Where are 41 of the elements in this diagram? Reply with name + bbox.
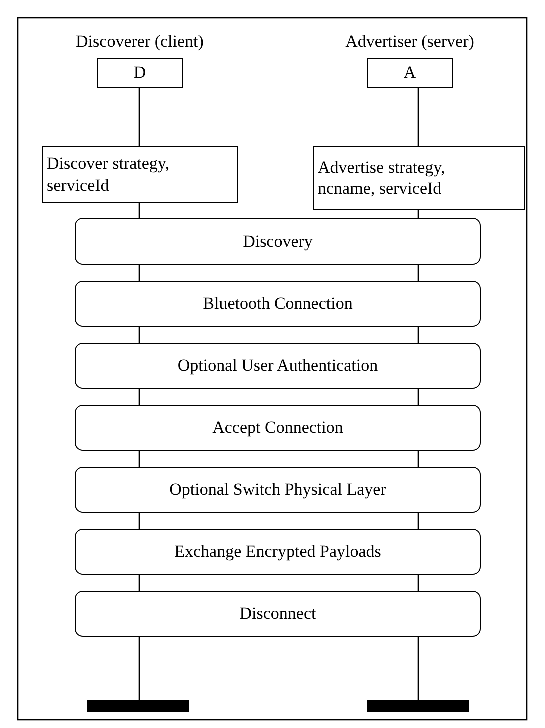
lifeline-segment xyxy=(418,327,420,343)
strategy-box xyxy=(42,146,238,203)
lifeline-segment xyxy=(138,203,140,218)
phase-box xyxy=(75,591,481,637)
strategy-text: Advertise strategy, ncname, serviceId xyxy=(318,156,446,200)
participant-label: Discoverer (client) xyxy=(75,32,205,52)
phase-box xyxy=(75,467,481,513)
lifeline-segment xyxy=(138,88,140,146)
lifeline-segment xyxy=(138,451,140,467)
lifeline-segment xyxy=(138,265,140,281)
lifeline-segment xyxy=(418,513,420,529)
lifeline-segment xyxy=(418,88,420,146)
strategy-box xyxy=(313,146,525,210)
lifeline-segment xyxy=(138,575,140,591)
phase-label: Accept Connection xyxy=(212,418,344,438)
lifeline-end-bar xyxy=(87,700,189,712)
lifeline-segment xyxy=(418,389,420,405)
phase-label: Disconnect xyxy=(240,604,316,624)
lifeline-segment xyxy=(138,637,140,700)
lifeline-segment xyxy=(138,513,140,529)
lifeline-segment xyxy=(418,637,420,700)
phase-label: Bluetooth Connection xyxy=(203,294,353,314)
lifeline-segment xyxy=(418,451,420,467)
phase-label: Optional User Authentication xyxy=(178,356,378,376)
participant-name: D xyxy=(134,63,146,83)
phase-label: Exchange Encrypted Payloads xyxy=(174,542,382,562)
lifeline-segment xyxy=(418,265,420,281)
lifeline-segment xyxy=(138,327,140,343)
phase-box xyxy=(75,529,481,575)
phase-box xyxy=(75,218,481,265)
lifeline-end-bar xyxy=(367,700,469,712)
strategy-text: Discover strategy, serviceId xyxy=(47,153,171,196)
phase-box xyxy=(75,281,481,327)
lifeline-segment xyxy=(138,389,140,405)
lifeline-segment xyxy=(418,575,420,591)
participant-name: A xyxy=(404,63,416,83)
phase-label: Optional Switch Physical Layer xyxy=(170,480,386,500)
phase-label: Discovery xyxy=(243,232,313,252)
participant-label: Advertiser (server) xyxy=(344,32,476,52)
phase-box xyxy=(75,405,481,451)
phase-box xyxy=(75,343,481,389)
